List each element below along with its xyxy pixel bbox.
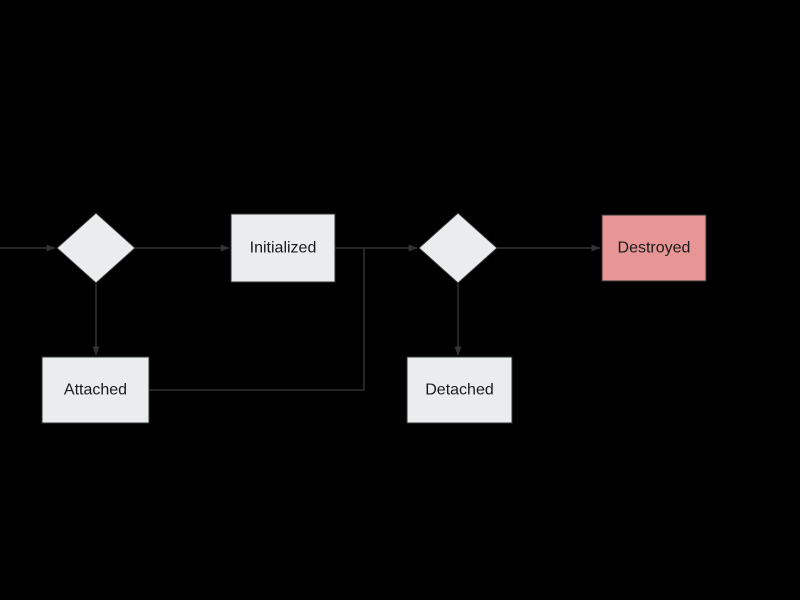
- node-decision-2: [418, 212, 498, 284]
- node-attached-label: Attached: [64, 382, 127, 399]
- node-decision-1: [56, 212, 136, 284]
- edge-attached-to-decision-2: [149, 248, 365, 391]
- node-detached-label: Detached: [425, 382, 494, 399]
- node-detached: [406, 356, 513, 424]
- node-attached: [41, 356, 150, 424]
- node-destroyed: [601, 214, 707, 282]
- node-destroyed-label: Destroyed: [618, 240, 691, 257]
- node-initialized-label: Initialized: [250, 240, 317, 257]
- node-initialized: [230, 213, 336, 283]
